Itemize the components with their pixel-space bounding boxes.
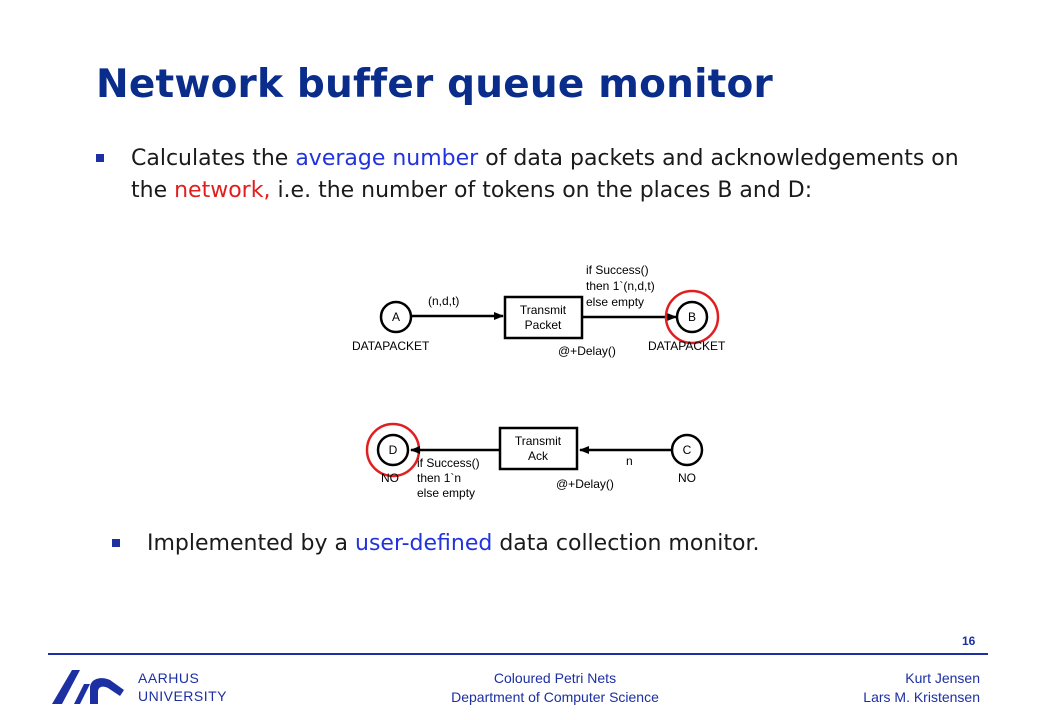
arc-label-n: n <box>626 454 633 468</box>
text-segment: of data packets and acknowledgements on … <box>131 146 959 203</box>
text-segment: Implemented by a <box>147 531 356 556</box>
highlight-network: network, <box>174 178 271 203</box>
place-b <box>675 300 709 334</box>
delay-label: @+Delay() <box>558 344 616 358</box>
text-segment: Calculates the <box>131 146 296 171</box>
author-2: Lars M. Kristensen <box>863 689 980 705</box>
footer-divider <box>48 653 988 655</box>
aarhus-university-logo-icon <box>52 670 124 704</box>
place-d-label: D <box>389 443 398 457</box>
text-segment: i.e. the number of tokens on the places … <box>270 178 813 203</box>
highlight-user-defined: user-defined <box>355 531 493 556</box>
transition-transmit-packet <box>503 295 584 340</box>
course-info: Coloured Petri Nets Department of Comput… <box>380 669 730 707</box>
guard-line1: if Success() <box>586 263 649 277</box>
place-d <box>376 433 410 467</box>
delay-label-bottom: @+Delay() <box>556 477 614 491</box>
author-1: Kurt Jensen <box>905 670 980 686</box>
transition-label-line2: Packet <box>525 318 562 332</box>
guard-line2: then 1`(n,d,t) <box>586 279 655 293</box>
place-b-label: B <box>688 310 696 324</box>
place-a <box>379 300 413 334</box>
place-b-type: DATAPACKET <box>648 339 726 353</box>
bullet-implemented: Implemented by a user-defined data colle… <box>112 528 1012 560</box>
guard-line2-bottom: then 1`n <box>417 471 461 485</box>
place-a-type: DATAPACKET <box>352 339 430 353</box>
bullet-text: Calculates the average number of data pa… <box>131 143 996 207</box>
university-name: AARHUS UNIVERSITY <box>138 669 227 705</box>
guard-line1-bottom: if Success() <box>417 456 480 470</box>
guard-line3-bottom: else empty <box>417 486 475 500</box>
course-title: Coloured Petri Nets <box>493 670 617 686</box>
place-a-label: A <box>392 310 400 324</box>
bullet-calculates: Calculates the average number of data pa… <box>96 143 996 207</box>
place-c-label: C <box>683 443 692 457</box>
department: Department of Computer Science <box>451 689 659 705</box>
highlight-average-number: average number <box>295 146 479 171</box>
place-d-type: NO <box>381 471 399 485</box>
transition-ack-label-line2: Ack <box>528 449 549 463</box>
bullet-text: Implemented by a user-defined data colle… <box>147 528 1012 560</box>
arc-label-ndt: (n,d,t) <box>428 294 459 308</box>
bullet-square-icon <box>112 539 120 547</box>
university-line1: AARHUS <box>138 670 200 686</box>
page-number: 16 <box>962 634 976 648</box>
university-line2: UNIVERSITY <box>138 688 228 704</box>
highlight-circle-b <box>664 289 720 345</box>
text-segment: data collection monitor. <box>492 531 760 556</box>
guard-line3: else empty <box>586 295 644 309</box>
transition-ack-label-line1: Transmit <box>515 434 562 448</box>
place-c-type: NO <box>678 471 696 485</box>
place-c <box>670 433 704 467</box>
slide-title: Network buffer queue monitor <box>96 62 773 107</box>
bullet-square-icon <box>96 154 104 162</box>
authors: Kurt Jensen Lars M. Kristensen <box>863 669 980 707</box>
transition-label-line1: Transmit <box>520 303 567 317</box>
transition-transmit-ack <box>498 426 579 471</box>
